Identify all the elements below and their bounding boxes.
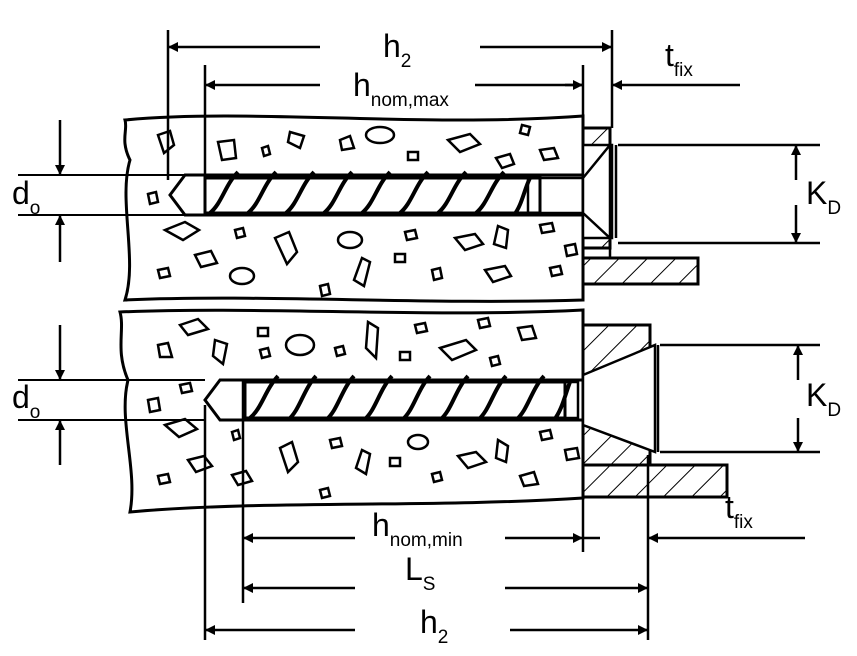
- label-h-nom-max: hnom,max: [353, 67, 449, 111]
- dimension-lines: [18, 30, 820, 640]
- dimension-labels: h2 hnom,max tfix do KD do KD tfix hnom,m…: [12, 28, 841, 648]
- label-h-nom-min: hnom,min: [372, 507, 463, 551]
- label-t-fix-bottom: tfix: [725, 489, 753, 533]
- top-fixture: [581, 126, 700, 286]
- label-k-d-top: KD: [806, 175, 841, 219]
- label-h2-bottom: h2: [420, 604, 448, 648]
- bottom-screw-anchor: [243, 374, 580, 422]
- top-installation-view: [122, 114, 700, 303]
- top-aggregate-stones: [146, 123, 579, 298]
- label-t-fix-top: tfix: [665, 37, 693, 81]
- bottom-fixture: [581, 323, 729, 499]
- label-d-o-top: do: [12, 175, 40, 219]
- top-screw-anchor: [203, 170, 583, 217]
- label-k-d-bottom: KD: [806, 377, 841, 421]
- label-l-s: LS: [405, 551, 435, 595]
- label-h2-top: h2: [383, 28, 411, 72]
- label-d-o-bottom: do: [12, 379, 40, 423]
- bottom-installation-view: [118, 308, 729, 514]
